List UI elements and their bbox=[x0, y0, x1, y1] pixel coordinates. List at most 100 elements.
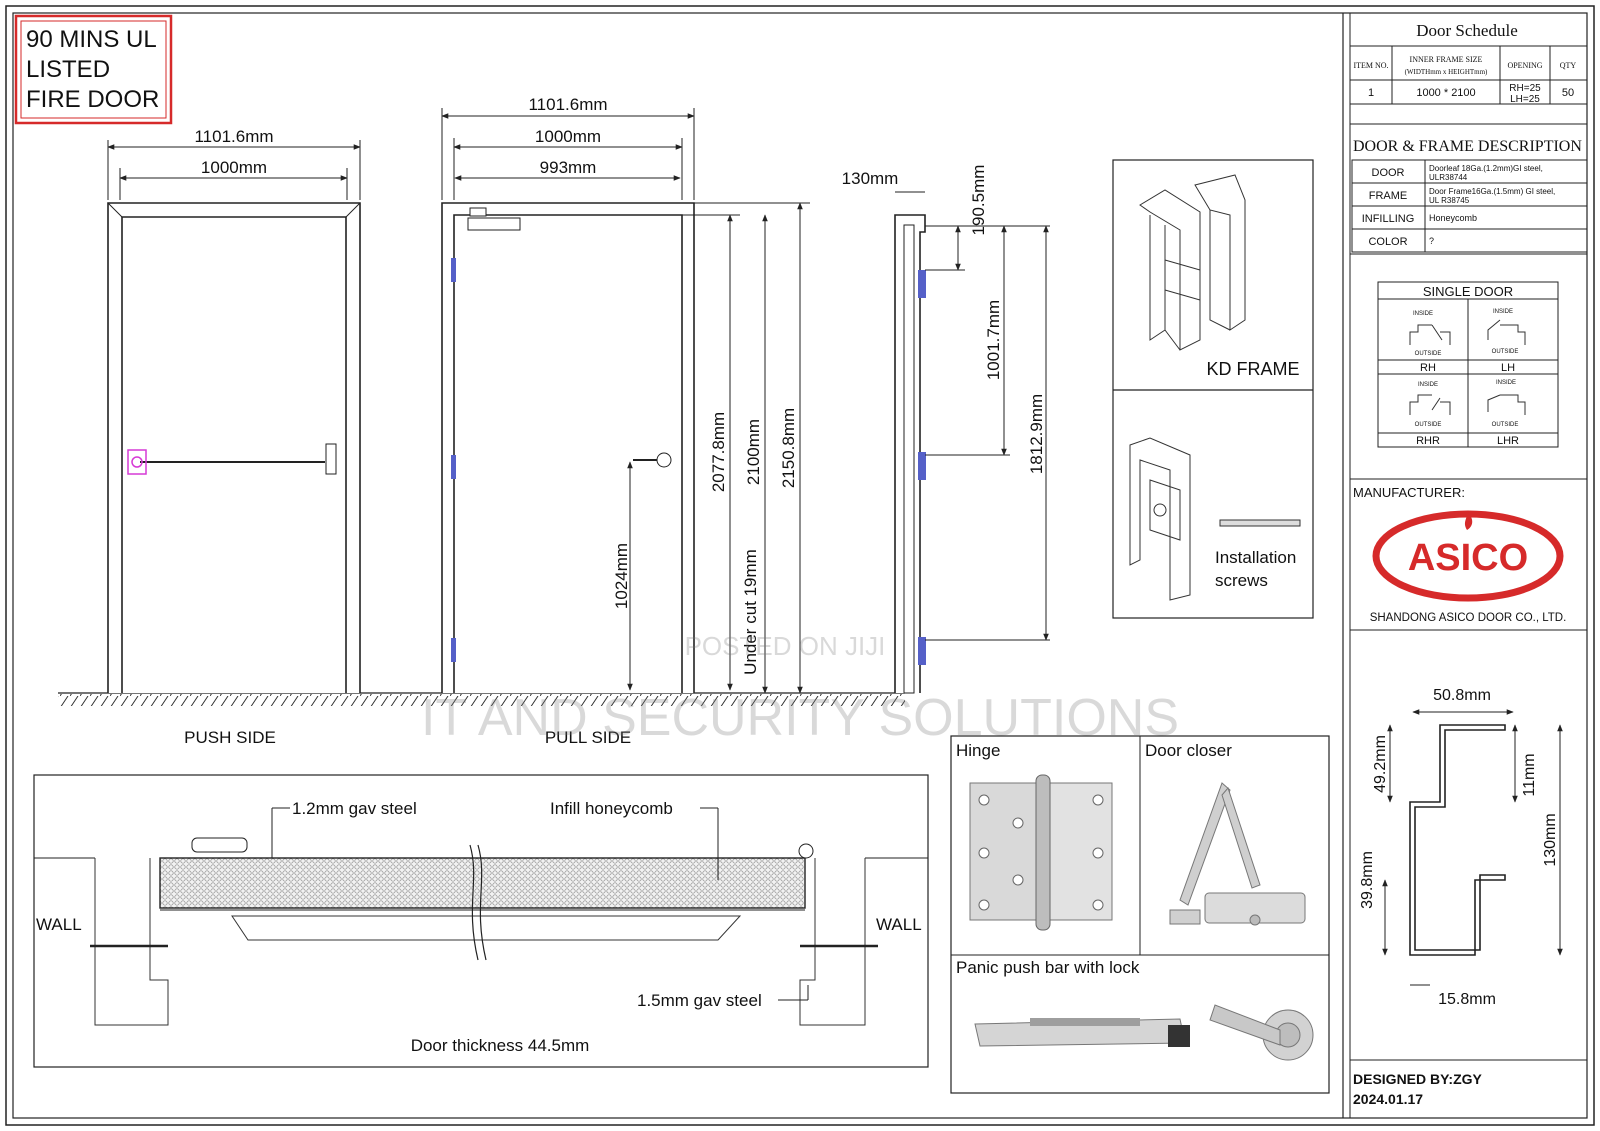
desc-value-door-2: ULR38744 bbox=[1429, 173, 1468, 182]
section-gav-15: 1.5mm gav steel bbox=[637, 991, 762, 1010]
section-thickness: Door thickness 44.5mm bbox=[411, 1036, 590, 1055]
handing-lhr: LHR bbox=[1497, 435, 1519, 447]
design-date: 2024.01.17 bbox=[1353, 1091, 1423, 1107]
profile-dim-1: 50.8mm bbox=[1433, 687, 1491, 704]
hinge-icon bbox=[969, 774, 1113, 931]
lh-inside: INSIDE bbox=[1493, 309, 1513, 315]
frame-detail-panel: KD FRAME Installation screws bbox=[1112, 159, 1314, 619]
push-dim-inner: 1000mm bbox=[201, 158, 267, 177]
hinge-label: Hinge bbox=[956, 741, 1000, 760]
hardware-panel: Hinge Door closer Panic push bar with lo… bbox=[950, 735, 1330, 1094]
flame-icon bbox=[1464, 512, 1473, 530]
door-cross-section: 1.2mm gav steel Infill honeycomb 1.5mm g… bbox=[33, 774, 929, 1068]
profile-dim-3: 11mm bbox=[1521, 753, 1538, 796]
schedule-row-size: 1000 * 2100 bbox=[1416, 87, 1475, 99]
push-side-label: PUSH SIDE bbox=[184, 728, 276, 747]
company-name: SHANDONG ASICO DOOR CO., LTD. bbox=[1370, 612, 1567, 624]
door-schedule: Door Schedule ITEM NO. INNER FRAME SIZE … bbox=[1350, 21, 1587, 125]
hinge-marker-low bbox=[451, 638, 456, 662]
wall-left: WALL bbox=[36, 915, 82, 934]
title-line-2: LISTED bbox=[26, 56, 110, 83]
side-dim-mid: 1001.7mm bbox=[984, 300, 1003, 380]
pull-dim-h2: 2100mm bbox=[744, 419, 763, 485]
side-view: 130mm 190.5mm 1001.7mm 1812.9mm bbox=[842, 165, 1050, 694]
schedule-header-opening: OPENING bbox=[1507, 61, 1542, 70]
schedule-row-opening-2: LH=25 bbox=[1510, 94, 1540, 105]
pull-side-label: PULL SIDE bbox=[545, 728, 631, 747]
title-line-1: 90 MINS UL bbox=[26, 26, 157, 53]
rh-inside: INSIDE bbox=[1413, 311, 1433, 317]
desc-value-door-1: Doorleaf 18Ga.(1.2mm)GI steel, bbox=[1429, 164, 1543, 173]
profile-dim-2: 49.2mm bbox=[1372, 735, 1389, 793]
side-dim-low: 1812.9mm bbox=[1027, 394, 1046, 474]
side-dim-top: 190.5mm bbox=[969, 165, 988, 236]
pull-dim-h1: 2077.8mm bbox=[709, 412, 728, 492]
sheet-border bbox=[5, 5, 1595, 1126]
single-door-title: SINGLE DOOR bbox=[1423, 284, 1513, 299]
lhr-outside: OUTSIDE bbox=[1492, 422, 1519, 428]
single-door-handing: SINGLE DOOR INSIDE OUTSIDE INSIDE OUTSID… bbox=[1350, 253, 1587, 448]
frame-description: DOOR & FRAME DESCRIPTION DOOR Doorleaf 1… bbox=[1351, 138, 1588, 253]
watermark-company: IT AND SECURITY SOLUTIONS bbox=[421, 689, 1179, 747]
profile-dim-6: 15.8mm bbox=[1438, 991, 1496, 1008]
pull-dim-mid: 1000mm bbox=[535, 127, 601, 146]
frame-profile: 50.8mm 49.2mm 11mm 130mm 39.8mm 15.8mm bbox=[1350, 687, 1587, 1061]
panic-label: Panic push bar with lock bbox=[956, 958, 1140, 977]
pull-side-elevation: 1101.6mm 1000mm 993mm 1024mm 2077.8mm 21… bbox=[441, 95, 810, 747]
installation-line-2: screws bbox=[1215, 571, 1268, 590]
designed-by: DESIGNED BY:ZGY bbox=[1353, 1071, 1483, 1087]
section-honeycomb: Infill honeycomb bbox=[550, 799, 673, 818]
desc-label-color: COLOR bbox=[1368, 236, 1407, 248]
schedule-header-size: INNER FRAME SIZE bbox=[1410, 55, 1483, 64]
handing-lh: LH bbox=[1501, 362, 1515, 374]
pull-dim-inner: 993mm bbox=[540, 158, 597, 177]
wall-right: WALL bbox=[876, 915, 922, 934]
kd-frame-illustration bbox=[1139, 174, 1246, 351]
rh-outside: OUTSIDE bbox=[1415, 351, 1442, 357]
title-line-3: FIRE DOOR bbox=[26, 86, 159, 113]
pull-dim-handle: 1024mm bbox=[612, 543, 631, 609]
schedule-row-item: 1 bbox=[1368, 87, 1374, 99]
manufacturer-label: MANUFACTURER: bbox=[1353, 485, 1465, 500]
pull-dim-h3: 2150.8mm bbox=[779, 408, 798, 488]
logo-text: ASICO bbox=[1408, 537, 1528, 579]
panic-bar-icon bbox=[974, 1018, 1190, 1047]
schedule-row-qty: 50 bbox=[1562, 87, 1574, 99]
desc-value-frame-2: UL R38745 bbox=[1429, 196, 1470, 205]
desc-label-frame: FRAME bbox=[1369, 190, 1408, 202]
kd-frame-label: KD FRAME bbox=[1206, 359, 1299, 379]
honeycomb-infill bbox=[159, 857, 806, 909]
watermark-posted: POSTED ON JIJI bbox=[685, 631, 886, 661]
hinge-marker-top bbox=[451, 258, 456, 282]
desc-value-color: ? bbox=[1429, 236, 1434, 246]
schedule-header-size-unit: (WIDTHmm x HEIGHTmm) bbox=[1405, 68, 1488, 76]
installation-screw-illustration bbox=[1129, 437, 1301, 601]
manufacturer-block: MANUFACTURER: ASICO SHANDONG ASICO DOOR … bbox=[1350, 478, 1587, 631]
lever-handle-icon bbox=[1209, 1004, 1314, 1061]
title-box: 90 MINS UL LISTED FIRE DOOR bbox=[14, 14, 173, 125]
profile-dim-5: 39.8mm bbox=[1359, 851, 1376, 909]
desc-value-frame-1: Door Frame16Ga.(1.5mm) GI steel, bbox=[1429, 187, 1555, 196]
desc-label-infilling: INFILLING bbox=[1362, 213, 1415, 225]
handing-rhr: RHR bbox=[1416, 435, 1440, 447]
push-side-elevation: 1101.6mm 1000mm PUSH SIDE bbox=[107, 127, 361, 747]
schedule-title: Door Schedule bbox=[1416, 21, 1518, 40]
door-closer-icon bbox=[1169, 782, 1306, 926]
hinge-marker-mid bbox=[451, 455, 456, 479]
desc-label-door: DOOR bbox=[1372, 167, 1405, 179]
lh-outside: OUTSIDE bbox=[1492, 349, 1519, 355]
rhr-inside: INSIDE bbox=[1418, 382, 1438, 388]
rhr-outside: OUTSIDE bbox=[1415, 422, 1442, 428]
drawing-frame bbox=[12, 12, 1588, 1119]
side-dim-depth: 130mm bbox=[842, 169, 899, 188]
profile-dim-4: 130mm bbox=[1542, 813, 1559, 866]
panic-bar-lock bbox=[127, 449, 147, 475]
schedule-row-opening-1: RH=25 bbox=[1509, 83, 1541, 94]
closer-label: Door closer bbox=[1145, 741, 1232, 760]
pull-dim-undercut: Under cut 19mm bbox=[741, 549, 760, 675]
installation-line-1: Installation bbox=[1215, 548, 1296, 567]
schedule-header-item: ITEM NO. bbox=[1353, 61, 1388, 70]
handing-rh: RH bbox=[1420, 362, 1436, 374]
schedule-header-qty: QTY bbox=[1560, 61, 1577, 70]
